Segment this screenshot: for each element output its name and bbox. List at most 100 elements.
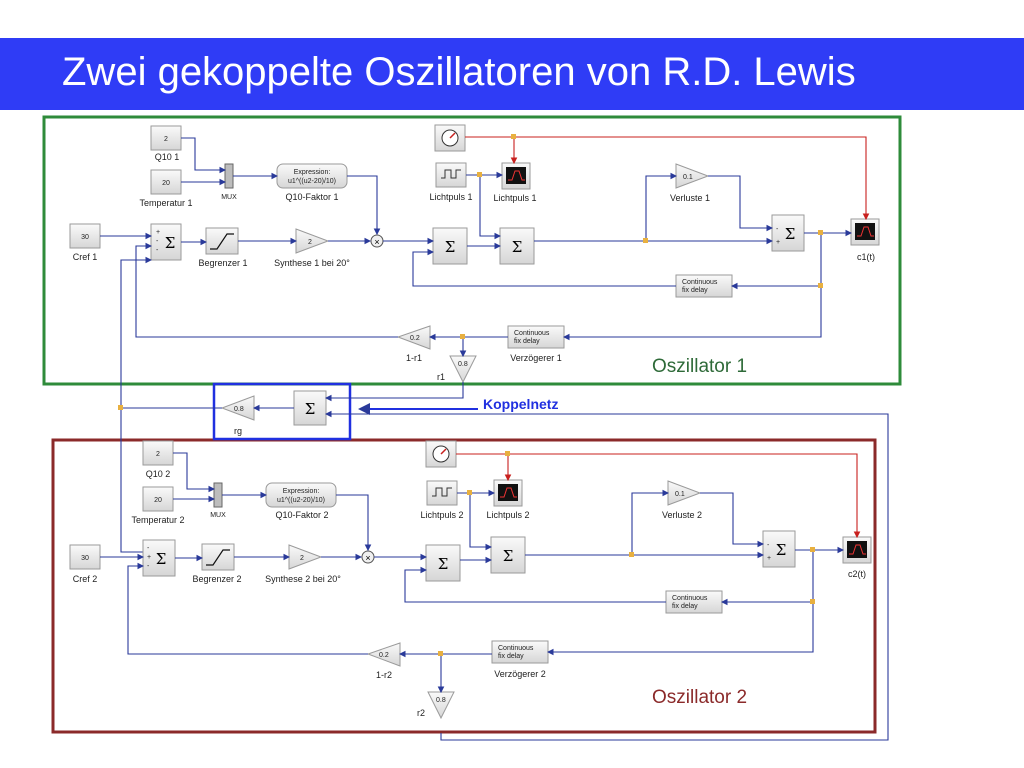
fix-delay-1a-line1: Continuous [682,279,718,286]
cref-2-value: 30 [81,555,89,562]
koppelnetz-frame [212,382,352,441]
one-minus-r1-value: 0.2 [410,335,420,342]
koppelnetz: 0.8 rg Σ Koppelnetz [118,256,889,741]
sum-2d-symbol: Σ [776,541,787,559]
saturation-1-icon [210,233,234,250]
title-bar [0,38,1024,110]
one-minus-r1-label: 1-r1 [406,353,422,363]
q10-1-block[interactable] [150,125,182,151]
sum-2d-block[interactable] [762,530,796,568]
sum-1a-sign3: - [156,247,159,254]
temperatur-2-label: Temperatur 2 [131,515,184,525]
verluste-1-label: Verluste 1 [670,193,710,203]
begrenzer-1-label: Begrenzer 1 [198,258,247,268]
oszillator1-frame [42,115,902,386]
pulse-1-icon [441,169,461,179]
koppel-sum-block[interactable] [293,390,327,426]
r1-gain[interactable] [449,355,477,384]
fix-delay-2a-line1: Continuous [672,595,708,602]
lichtpuls-1-label: Lichtpuls 1 [429,192,472,202]
sum-2a-symbol: Σ [156,550,167,568]
koppelnetz-label: Koppelnetz [483,396,558,412]
rg-label: rg [234,426,242,436]
fix-delay-1a-line2: fix delay [682,287,708,294]
pulse-2-icon [432,487,452,497]
c1-label: c1(t) [857,252,875,262]
mux-2-block[interactable] [213,482,223,508]
verzoegerer-1-line1: Continuous [514,330,550,337]
sum-1a-symbol: Σ [165,234,176,252]
begrenzer-2-label: Begrenzer 2 [192,574,241,584]
q10-2-value: 2 [156,451,160,458]
oszillator1: 2 Q10 1 20 Temperatur 1 MUX Expression: … [69,124,880,384]
oszillator2-label: Oszillator 2 [652,687,747,708]
c1-scope-screen [855,223,875,240]
oszillator1-label: Oszillator 1 [652,356,747,377]
sum-2b-symbol: Σ [438,555,449,573]
oszillator2: 2 Q10 2 20 Temperatur 2 MUX Expression: … [69,440,872,720]
sum-1d-symbol: Σ [785,225,796,243]
sum-1c-symbol: Σ [512,238,523,256]
q10-faktor-2-label: Q10-Faktor 2 [275,510,328,520]
sum-2b-block[interactable] [425,544,461,582]
cref-1-block[interactable] [69,223,101,249]
koppel-sum-symbol: Σ [305,400,316,418]
sum-1d-sign2: + [776,239,780,246]
synthese-2-label: Synthese 2 bei 20° [265,574,341,584]
q10-2-label: Q10 2 [146,469,171,479]
c2-label: c2(t) [848,569,866,579]
sum-2a-block[interactable] [142,539,176,577]
sum-1d-sign1: - [776,226,779,233]
one-minus-r2-label: 1-r2 [376,670,392,680]
r1-value: 0.8 [458,361,468,368]
mux-1-label: MUX [221,194,237,201]
verzoegerer-1-label: Verzögerer 1 [510,353,562,363]
cref-2-block[interactable] [69,544,101,570]
temperatur-1-label: Temperatur 1 [139,198,192,208]
fix-delay-2a-line2: fix delay [672,603,698,610]
sum-2a-sign1: - [147,545,150,552]
r1-label: r1 [437,372,445,382]
scope-2-screen [498,484,518,501]
expr-2-line2: u1^((u2-20)/10) [277,497,325,504]
sum-2c-symbol: Σ [503,547,514,565]
scope-1-screen [506,167,526,184]
slide-title: Zwei gekoppelte Oszillatoren von R.D. Le… [62,50,856,94]
clock-2-hand [440,448,447,455]
r2-label: r2 [417,708,425,718]
verluste-2-label: Verluste 2 [662,510,702,520]
r2-gain[interactable] [427,691,455,720]
verluste-2-value: 0.1 [675,491,685,498]
clock-1-hand [449,132,456,139]
sum-1b-symbol: Σ [445,238,456,256]
synthese-1-gain[interactable] [295,228,330,254]
synthese-2-value: 2 [300,555,304,562]
lichtpuls-scope-2-label: Lichtpuls 2 [486,510,529,520]
sum-1b-block[interactable] [432,227,468,265]
cref-1-label: Cref 1 [73,252,98,262]
verluste-1-value: 0.1 [683,174,693,181]
verzoegerer-2-label: Verzögerer 2 [494,669,546,679]
cref-2-label: Cref 2 [73,574,98,584]
r2-value: 0.8 [436,697,446,704]
lichtpuls-2-label: Lichtpuls 2 [420,510,463,520]
q10-faktor-1-label: Q10-Faktor 1 [285,192,338,202]
sum-1a-block[interactable] [150,223,182,261]
c2-trace-icon [849,544,866,555]
product-1-symbol: × [374,237,379,247]
mux-1-block[interactable] [224,163,234,189]
sum-2d-sign1: - [767,542,770,549]
scope-1-trace-icon [508,170,525,181]
sum-2d-sign2: + [767,555,771,562]
cref-1-value: 30 [81,234,89,241]
verzoegerer-2-line1: Continuous [498,645,534,652]
sum-1a-sign1: + [156,229,160,236]
sum-1c-block[interactable] [499,227,535,265]
q10-1-label: Q10 1 [155,152,180,162]
synthese-2-gain[interactable] [288,544,323,570]
sum-2c-block[interactable] [490,536,526,574]
sum-2a-sign3: - [147,563,150,570]
sum-1a-sign2: - [156,238,159,245]
c2-scope-screen [847,541,867,558]
